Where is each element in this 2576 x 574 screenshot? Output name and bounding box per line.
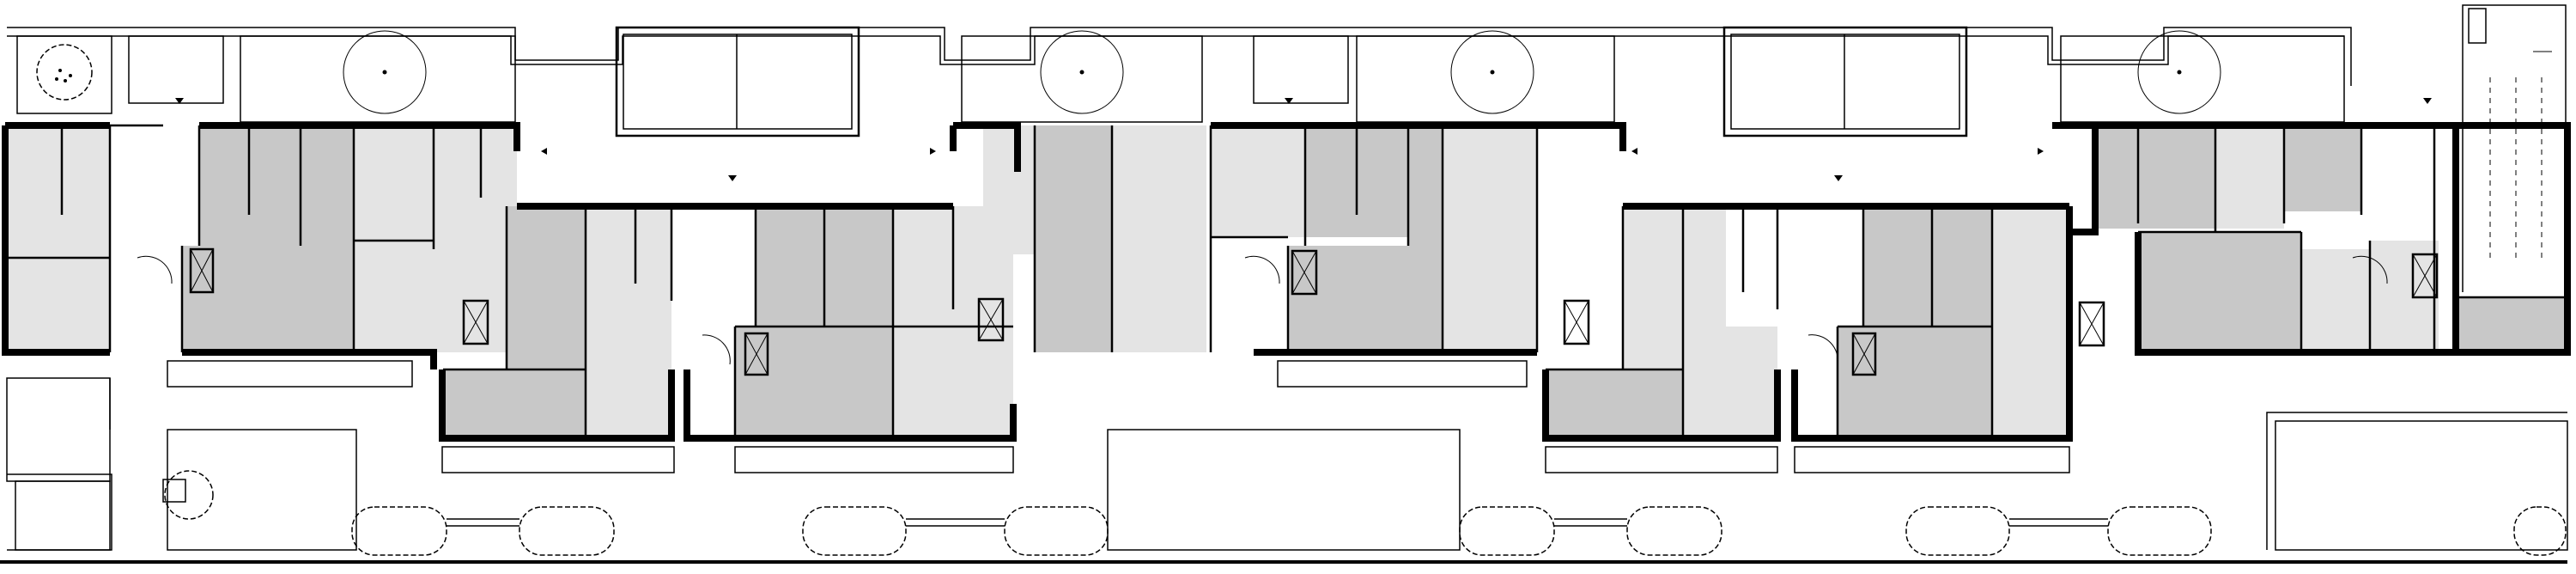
building-block-1 bbox=[2, 122, 1017, 473]
building-block-2 bbox=[950, 122, 2073, 473]
top-trees bbox=[36, 30, 2221, 114]
entrance-arrows bbox=[175, 98, 2432, 181]
parking-areas bbox=[615, 26, 1968, 137]
top-site-boundary bbox=[7, 27, 2352, 86]
bottom-site bbox=[0, 377, 2568, 564]
building-block-3 bbox=[2052, 4, 2571, 356]
